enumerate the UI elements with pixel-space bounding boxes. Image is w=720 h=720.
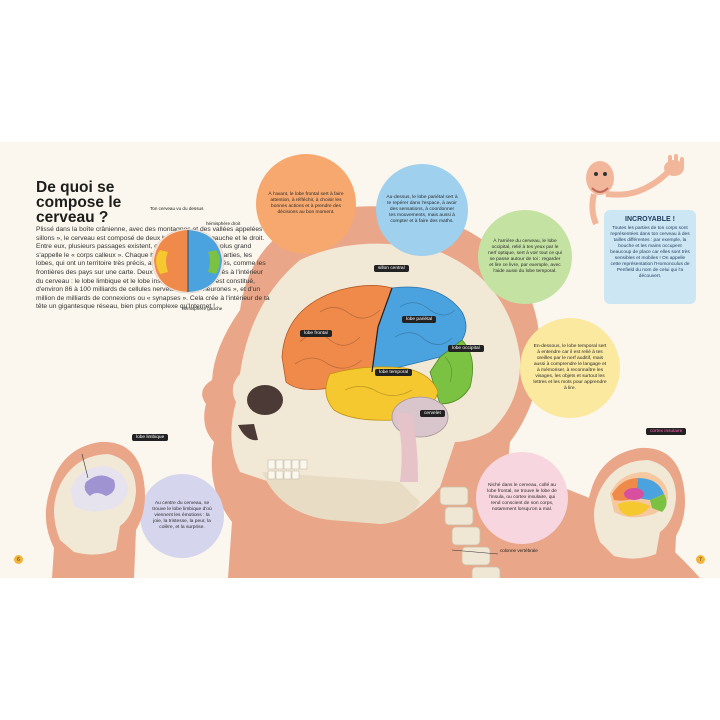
small-head-left xyxy=(45,441,145,578)
label-cervelet: cervelet xyxy=(420,410,445,417)
bubble-frontal: À l'avant, le lobe frontal sert à faire … xyxy=(256,154,356,254)
bubble-temporal: En-dessous, le lobe temporal sert à ente… xyxy=(520,318,620,418)
incroyable-text: Toutes les parties de ton corps sont rep… xyxy=(610,226,690,279)
page-number-left: 6 xyxy=(14,555,23,564)
jaw xyxy=(262,472,420,524)
brain-folds xyxy=(294,302,456,396)
intro-text: Plissé dans la boîte crânienne, avec des… xyxy=(36,226,270,311)
eye-socket xyxy=(247,385,283,415)
label-lobe-occipital: lobe occipital xyxy=(448,345,484,352)
teeth xyxy=(267,459,308,480)
page-title: De quoi se compose le cerveau ? xyxy=(36,179,122,226)
top-view-brain xyxy=(151,228,225,294)
incroyable-box: INCROYABLE ! Toutes les parties de ton c… xyxy=(604,210,696,304)
bubble-occipital: À l'arrière du cerveau, le lobe occipita… xyxy=(478,210,572,304)
label-cortex-insulaire: cortex insulaire xyxy=(646,428,687,435)
left-hemisphere-label: hémisphère gauche xyxy=(182,306,223,311)
label-lobe-temporal: lobe temporal xyxy=(375,369,413,376)
label-lobe-frontal: lobe frontal xyxy=(300,330,332,337)
small-head-right xyxy=(585,447,685,578)
top-view-caption: Ton cerveau vu du dessus xyxy=(150,206,204,211)
label-sillon-central: sillon central xyxy=(374,265,409,272)
right-hemisphere-label: hémisphère droit xyxy=(206,221,241,226)
nose-cavity xyxy=(238,424,258,441)
bubble-insula: Niché dans le cerveau, collé au lobe fro… xyxy=(476,452,568,544)
label-lobe-parietal: lobe pariétal xyxy=(402,316,437,323)
spine xyxy=(439,486,501,578)
bubble-limbique: Au centre du cerveau, se trouve le lobe … xyxy=(140,474,224,558)
brainstem-shape xyxy=(395,412,418,482)
label-colonne-vertebrale: colonne vertébrale xyxy=(500,548,538,553)
homunculus-illustration xyxy=(586,154,684,226)
bubble-parietal: Au-dessus, le lobe pariétal sert à te re… xyxy=(376,164,468,256)
sillon-central-line xyxy=(371,287,393,373)
book-spread: De quoi se compose le cerveau ? Plissé d… xyxy=(0,142,720,578)
page-number-right: 7 xyxy=(696,555,705,564)
head-illustration xyxy=(202,206,700,578)
label-lobe-limbique: lobe limbique xyxy=(132,434,169,441)
incroyable-title: INCROYABLE ! xyxy=(625,216,675,223)
